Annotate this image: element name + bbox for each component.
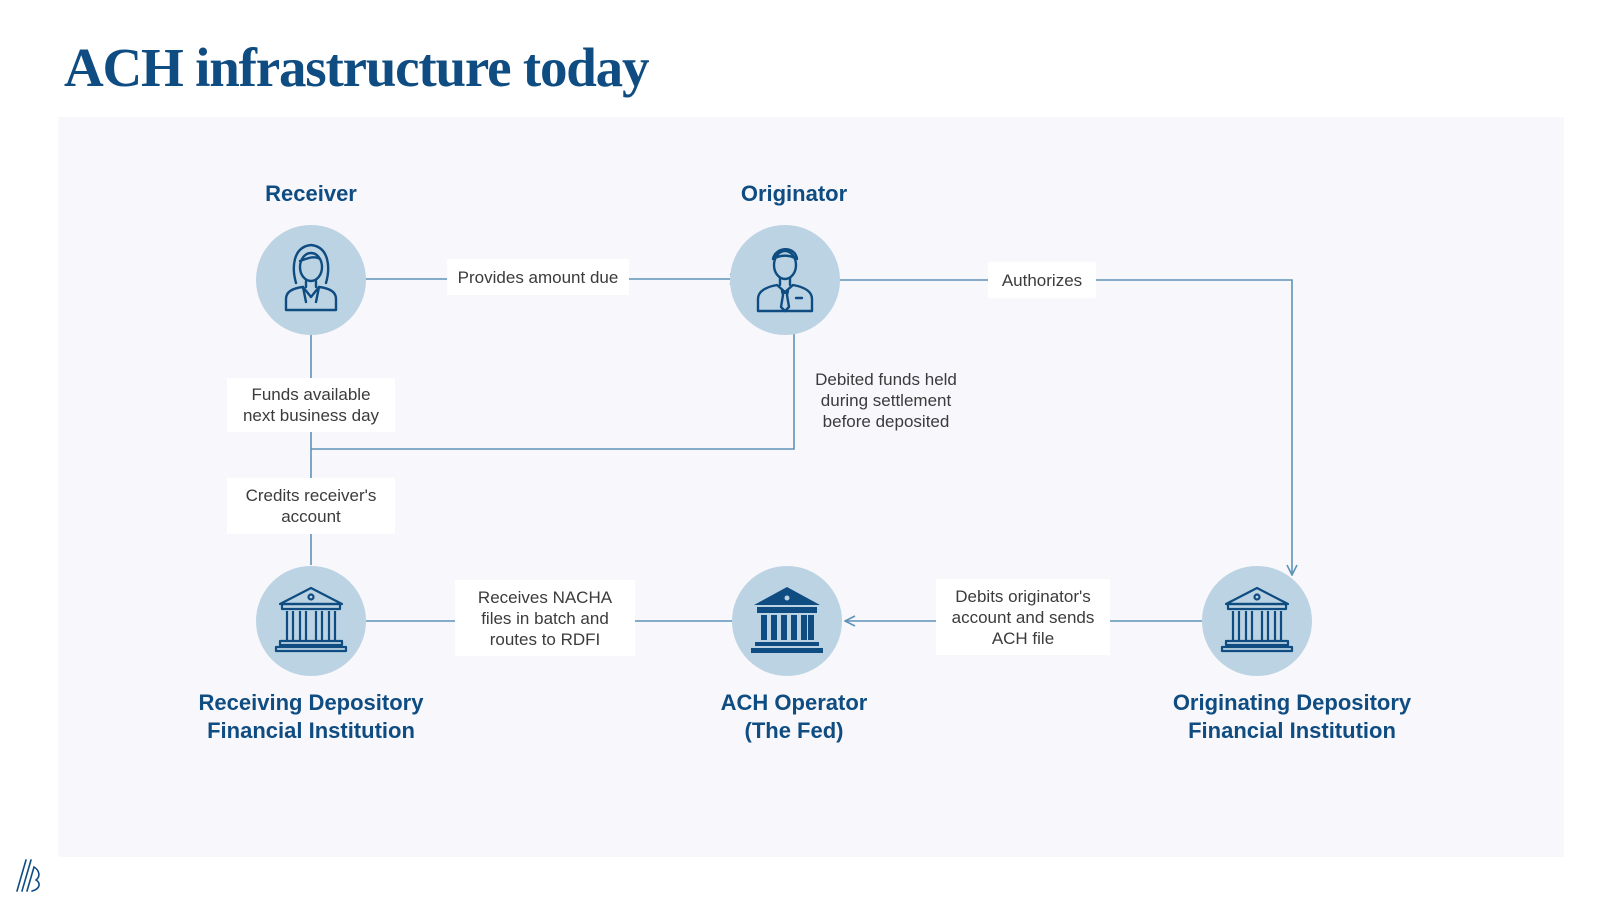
edge-label-authorizes: Authorizes	[988, 262, 1096, 298]
odfi-heading: Originating Depository Financial Institu…	[1172, 690, 1412, 743]
rdfi-node	[256, 566, 366, 676]
edge-label-funds-available: Funds available next business day	[227, 378, 395, 432]
receiver-heading: Receiver	[265, 181, 357, 206]
edge-label-credits-receiver: Credits receiver's account	[227, 478, 395, 534]
bank-icon	[751, 587, 823, 653]
edge-label-debits-originator: Debits originator's account and sends AC…	[936, 579, 1110, 655]
page-title: ACH infrastructure today	[64, 37, 649, 98]
brand-logo-icon	[16, 859, 40, 892]
bank-icon	[274, 586, 348, 653]
ach-operator-heading: ACH Operator (The Fed)	[720, 690, 868, 743]
odfi-node	[1202, 566, 1312, 676]
woman-person-icon	[284, 243, 338, 312]
bank-icon	[1220, 586, 1294, 653]
originator-node	[730, 225, 840, 335]
edge-junction-to-originator	[311, 322, 794, 450]
diagram-panel: Receiver Originator Receiving Depository…	[58, 117, 1564, 857]
ach-operator-node	[732, 566, 842, 676]
rdfi-heading: Receiving Depository Financial Instituti…	[198, 690, 424, 743]
receiver-node	[256, 225, 366, 335]
edge-label-provides-amount-due: Provides amount due	[447, 259, 629, 295]
man-person-icon	[756, 248, 814, 313]
originator-heading: Originator	[740, 181, 848, 206]
edge-label-debited-funds-held: Debited funds held during settlement bef…	[815, 370, 957, 431]
edge-label-receives-nacha: Receives NACHA files in batch and routes…	[455, 580, 635, 656]
